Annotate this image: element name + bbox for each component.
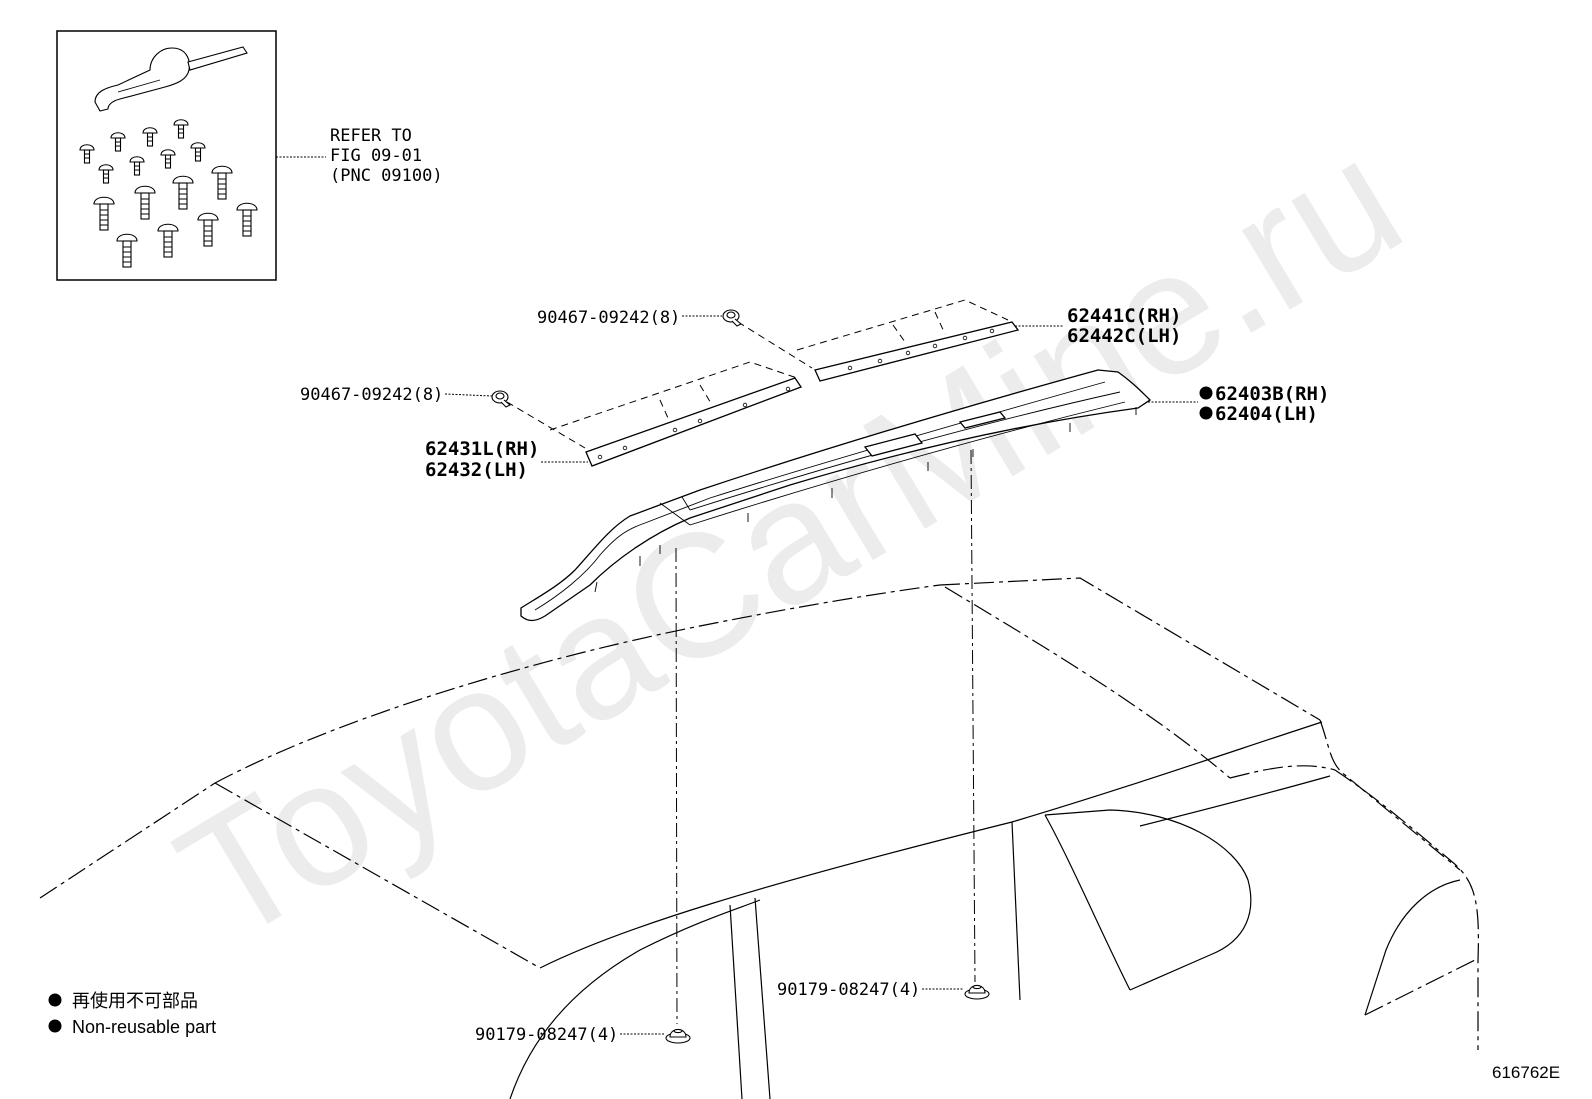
non-reusable-bullet-icon	[48, 1019, 62, 1033]
part-number-front-strip-lh[interactable]: 62442C(LH)	[1067, 325, 1181, 347]
watermark: ToyotaCarMine.ru	[148, 101, 1432, 979]
reference-box	[56, 30, 277, 281]
screw-icon	[79, 144, 95, 164]
rear-strip-part[interactable]	[585, 377, 802, 467]
part-number-rear-strip-rh[interactable]: 62431L(RH)	[425, 438, 539, 460]
legend-japanese: 再使用不可部品	[72, 991, 198, 1011]
part-number-roof-rail-rh[interactable]: 62403B(RH)	[1215, 383, 1329, 405]
screw-icon	[142, 127, 158, 147]
non-reusable-bullet-icon	[48, 993, 62, 1007]
screw-icon	[197, 212, 219, 247]
reference-line-1: REFER TO	[330, 126, 412, 146]
part-number-clip-upper[interactable]: 90467-09242(8)	[537, 308, 680, 328]
push-clip-icon[interactable]	[491, 390, 511, 408]
screw-icon	[211, 165, 233, 200]
part-number-roof-rail-lh[interactable]: 62404(LH)	[1215, 403, 1318, 425]
nut-left-axis	[675, 547, 678, 1025]
bracket-clip-icon	[94, 46, 248, 112]
reference-line-3: (PNC 09100)	[330, 166, 443, 186]
legend-english: Non-reusable part	[72, 1017, 216, 1037]
screw-icon	[98, 164, 114, 184]
nut-right-axis	[970, 449, 976, 983]
nut-icon[interactable]	[964, 984, 990, 1000]
screw-icon	[129, 156, 145, 176]
part-number-nut-left[interactable]: 90179-08247(4)	[475, 1025, 618, 1045]
legend: 再使用不可部品 Non-reusable part	[48, 991, 216, 1037]
non-reusable-bullet-icon	[1199, 386, 1213, 400]
screw-icon	[190, 142, 206, 162]
screw-icon	[172, 175, 194, 210]
reference-line-2[interactable]: FIG 09-01	[330, 146, 422, 166]
screw-icon	[110, 132, 126, 152]
vehicle-body-outline	[39, 577, 1479, 1099]
part-number-rear-strip-lh[interactable]: 62432(LH)	[425, 459, 528, 481]
screw-icon	[134, 185, 156, 220]
screw-icon	[157, 223, 179, 258]
clip-lower-leader	[444, 393, 493, 397]
part-number-nut-right[interactable]: 90179-08247(4)	[777, 980, 920, 1000]
nut-icon[interactable]	[665, 1028, 691, 1044]
screw-icon	[93, 196, 115, 231]
screw-icon	[173, 119, 189, 139]
screw-icon	[116, 233, 138, 268]
non-reusable-bullet-icon	[1199, 406, 1213, 420]
front-strip-part[interactable]	[814, 321, 1020, 382]
screw-icon	[236, 202, 258, 237]
part-number-front-strip-rh[interactable]: 62441C(RH)	[1067, 305, 1181, 327]
illustration-number: 616762E	[1492, 1063, 1560, 1082]
part-number-clip-lower[interactable]: 90467-09242(8)	[300, 385, 443, 405]
roof-rail-part[interactable]	[520, 369, 1152, 622]
push-clip-icon[interactable]	[722, 309, 742, 327]
screw-icon	[160, 149, 176, 169]
